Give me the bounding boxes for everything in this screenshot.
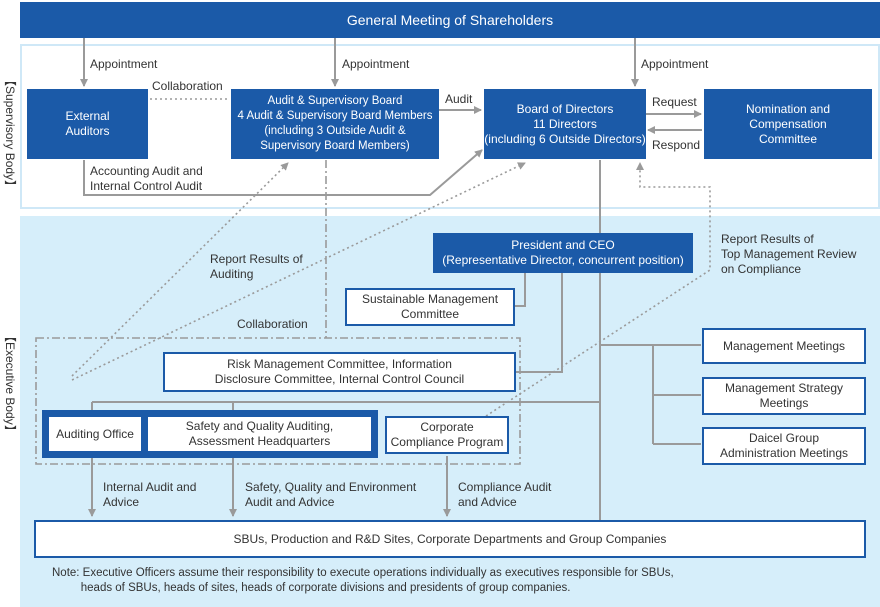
collaboration-label-top: Collaboration	[152, 79, 223, 93]
appointment-label-board: Appointment	[641, 57, 709, 71]
executive-body-label: 【Executive Body】	[3, 330, 17, 437]
sustainable-committee-box: Sustainable Management Committee	[345, 288, 515, 326]
audit-board-box: Audit & Supervisory Board 4 Audit & Supe…	[231, 89, 439, 159]
page-title: General Meeting of Shareholders	[20, 2, 880, 38]
internal-audit-label: Internal Audit and Advice	[103, 480, 197, 509]
report-auditing-label: Report Results of Auditing	[210, 252, 303, 281]
footnote: Note: Executive Officers assume their re…	[52, 567, 674, 594]
appointment-label-external: Appointment	[90, 57, 158, 71]
group-admin-meetings-box: Daicel Group Administration Meetings	[702, 427, 866, 465]
request-label: Request	[652, 95, 697, 109]
audit-label: Audit	[445, 92, 473, 106]
nomination-committee-box: Nomination and Compensation Committee	[704, 89, 872, 159]
compliance-audit-label: Compliance Audit and Advice	[458, 480, 552, 509]
appointment-label-audit-board: Appointment	[342, 57, 410, 71]
external-auditors-box: External Auditors	[27, 89, 148, 159]
risk-committee-box: Risk Management Committee, Information D…	[163, 352, 516, 392]
supervisory-body-label: 【Supervisory Body】	[3, 74, 17, 193]
management-meetings-box: Management Meetings	[702, 328, 866, 364]
safety-quality-box: Safety and Quality Auditing, Assessment …	[147, 416, 372, 452]
respond-label: Respond	[652, 138, 701, 152]
collaboration-label-executive: Collaboration	[237, 317, 308, 331]
report-compliance-label: Report Results of Top Management Review …	[721, 232, 857, 276]
strategy-meetings-box: Management Strategy Meetings	[702, 377, 866, 415]
safety-env-audit-label: Safety, Quality and Environment Audit an…	[245, 480, 417, 509]
president-box: President and CEO (Representative Direct…	[433, 233, 693, 273]
auditing-office-box: Auditing Office	[48, 416, 142, 452]
corporate-compliance-box: Corporate Compliance Program	[385, 416, 509, 454]
accounting-audit-label: Accounting Audit and Internal Control Au…	[90, 164, 203, 193]
board-of-directors-box: Board of Directors 11 Directors (includi…	[484, 89, 646, 159]
sbus-box: SBUs, Production and R&D Sites, Corporat…	[34, 520, 866, 558]
